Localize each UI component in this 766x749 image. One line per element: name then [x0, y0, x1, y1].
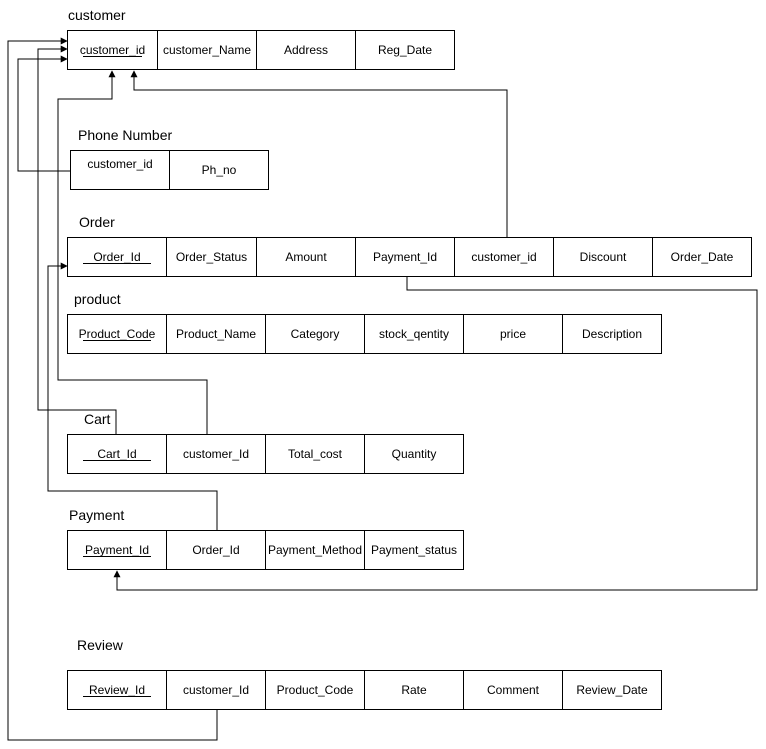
table-order: Order_Id Order_Status Amount Payment_Id …: [67, 237, 752, 277]
table-title-customer: customer: [68, 7, 126, 23]
table-title-payment: Payment: [69, 507, 125, 523]
link-cart-customer-to-customer: [57, 70, 208, 434]
column-price[interactable]: price: [463, 314, 563, 354]
column-customer-name[interactable]: customer_Name: [157, 30, 257, 70]
column-payment-method[interactable]: Payment_Method: [265, 530, 365, 570]
column-order-customer-id[interactable]: customer_id: [454, 237, 554, 277]
column-order-payment-id[interactable]: Payment_Id: [355, 237, 455, 277]
column-product-code[interactable]: Product_Code: [67, 314, 167, 354]
column-review-customer-id[interactable]: customer_Id: [166, 670, 266, 710]
column-rate[interactable]: Rate: [364, 670, 464, 710]
column-description[interactable]: Description: [562, 314, 662, 354]
column-quantity[interactable]: Quantity: [364, 434, 464, 474]
table-cart: Cart_Id customer_Id Total_cost Quantity: [67, 434, 464, 474]
column-order-date[interactable]: Order_Date: [652, 237, 752, 277]
column-total-cost[interactable]: Total_cost: [265, 434, 365, 474]
column-phone-customer-id[interactable]: customer_id: [70, 150, 170, 190]
column-review-product-code[interactable]: Product_Code: [265, 670, 365, 710]
column-review-id[interactable]: Review_Id: [67, 670, 167, 710]
link-order-to-customer: [130, 70, 508, 237]
table-title-cart: Cart: [84, 411, 111, 427]
table-customer: customer_id customer_Name Address Reg_Da…: [67, 30, 455, 70]
table-title-review: Review: [77, 637, 123, 653]
column-payment-status[interactable]: Payment_status: [364, 530, 464, 570]
column-cart-id[interactable]: Cart_Id: [67, 434, 167, 474]
column-discount[interactable]: Discount: [553, 237, 653, 277]
column-reg-date[interactable]: Reg_Date: [355, 30, 455, 70]
table-title-phone-number: Phone Number: [78, 127, 173, 143]
column-category[interactable]: Category: [265, 314, 365, 354]
table-product: Product_Code Product_Name Category stock…: [67, 314, 662, 354]
table-review: Review_Id customer_Id Product_Code Rate …: [67, 670, 662, 710]
link-payment-to-order: [47, 262, 218, 530]
table-payment: Payment_Id Order_Id Payment_Method Payme…: [67, 530, 464, 570]
column-amount[interactable]: Amount: [256, 237, 356, 277]
link-phone-to-customer: [17, 55, 70, 172]
column-payment-order-id[interactable]: Order_Id: [166, 530, 266, 570]
table-title-product: product: [74, 291, 121, 307]
column-product-name[interactable]: Product_Name: [166, 314, 266, 354]
column-cart-customer-id[interactable]: customer_Id: [166, 434, 266, 474]
link-cart-to-customer: [37, 45, 117, 434]
column-ph-no[interactable]: Ph_no: [169, 150, 269, 190]
column-order-status[interactable]: Order_Status: [166, 237, 257, 277]
link-order-to-payment: [113, 277, 758, 591]
column-payment-id[interactable]: Payment_Id: [67, 530, 167, 570]
table-phone-number: customer_id Ph_no: [70, 150, 269, 190]
column-stock-qentity[interactable]: stock_qentity: [364, 314, 464, 354]
column-review-date[interactable]: Review_Date: [562, 670, 662, 710]
column-comment[interactable]: Comment: [463, 670, 563, 710]
link-review-to-customer: [7, 37, 218, 741]
table-title-order: Order: [79, 214, 115, 230]
